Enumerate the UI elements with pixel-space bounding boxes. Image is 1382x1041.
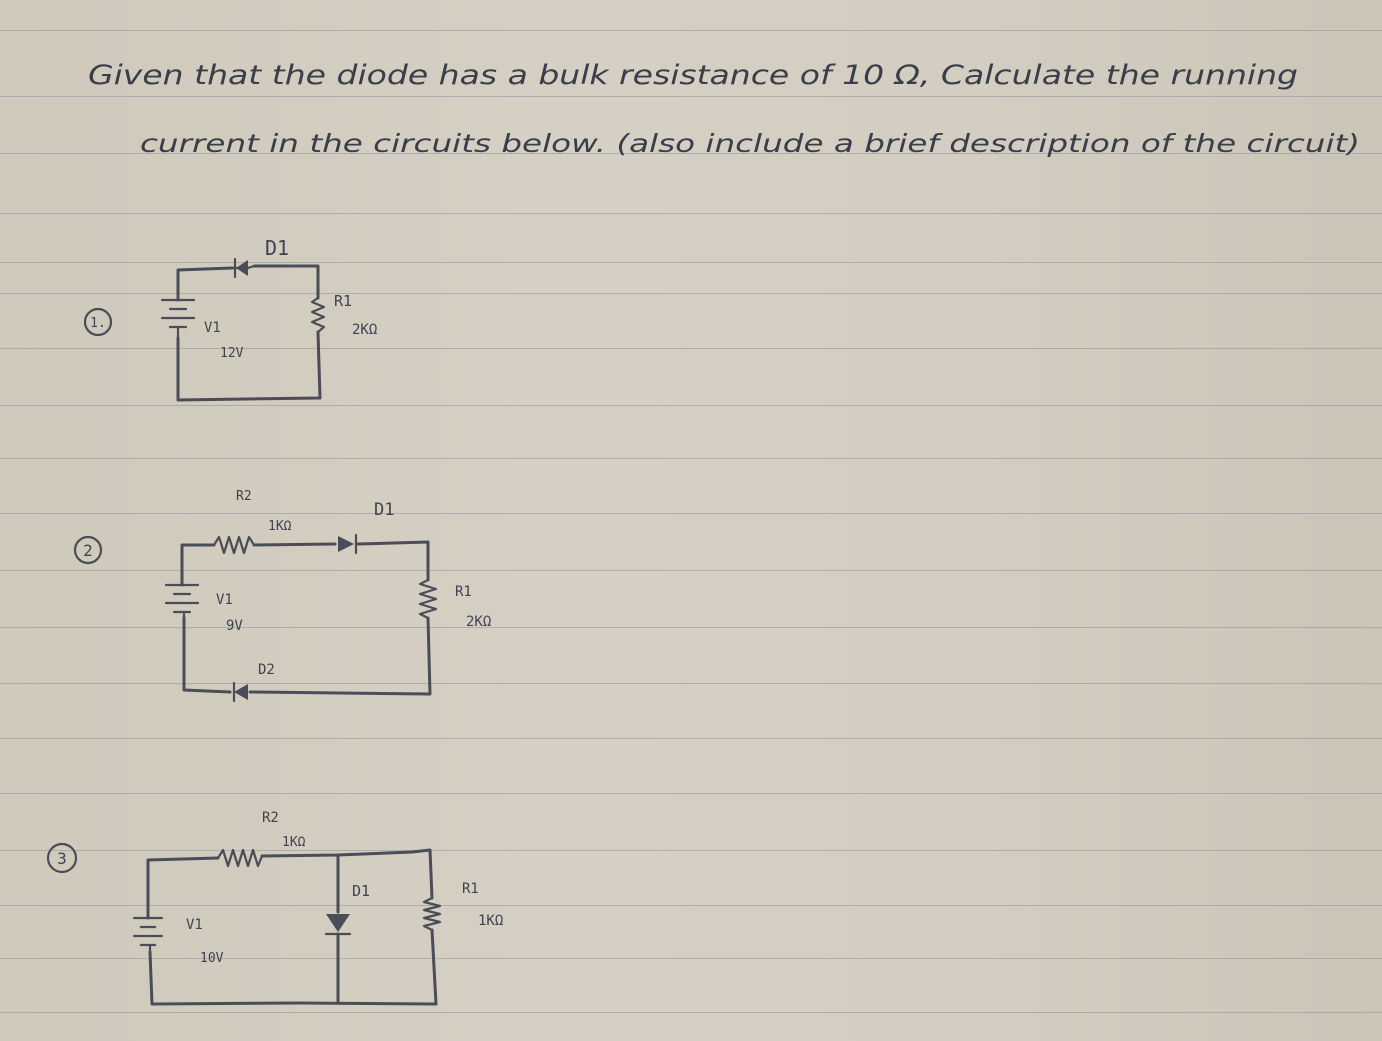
circuit-number: 3: [57, 849, 67, 868]
resistor1-label: R1: [462, 881, 479, 897]
resistor-r1: [422, 896, 442, 932]
resistor-r2: [216, 848, 264, 868]
resistor-r1: [418, 578, 438, 620]
question-line-1: Given that the diode has a bulk resistan…: [88, 60, 1298, 91]
resistor1-label: R1: [455, 584, 472, 600]
circuit-number-circle: [73, 535, 103, 565]
resistor2-value: 1KΩ: [282, 835, 306, 850]
source-label: V1: [216, 592, 233, 608]
resistor-r2: [212, 535, 256, 555]
diode2-label: D2: [258, 662, 275, 678]
resistor-label: R1: [334, 292, 352, 310]
diode-d1: [324, 914, 352, 936]
resistor2-label: R2: [262, 810, 279, 826]
diode-d2: [232, 681, 248, 703]
circuit-number-circle: [46, 842, 78, 874]
diode-d1: [338, 533, 358, 555]
source-value: 10V: [200, 951, 224, 966]
diode-label: D1: [265, 236, 289, 260]
resistor2-value: 1KΩ: [268, 519, 292, 534]
diode-d1: [230, 257, 256, 279]
battery-v1: [160, 298, 196, 340]
source-label: V1: [186, 917, 203, 933]
resistor2-label: R2: [236, 489, 252, 504]
source-value: 9V: [226, 618, 243, 634]
resistor-r1: [310, 296, 326, 334]
circuit-2: 2 R2 1KΩ D1 R1 2KΩ V1 9V D2: [73, 489, 491, 703]
resistor1-value: 1KΩ: [478, 913, 503, 929]
resistor1-value: 2KΩ: [466, 614, 491, 630]
circuit-3: 3 R2 1KΩ D1 R1 1KΩ V1 10V: [46, 810, 503, 1006]
source-value: 12V: [220, 346, 244, 361]
diode-label: D1: [352, 882, 370, 900]
question-line-2: current in the circuits below. (also inc…: [140, 129, 1360, 158]
diode1-label: D1: [374, 500, 394, 520]
resistor-value: 2KΩ: [352, 322, 377, 338]
circuit-number-circle: [83, 307, 113, 337]
source-label: V1: [204, 320, 221, 336]
circuit-1: 1. D1 R1 2KΩ V1 12V: [83, 236, 377, 402]
battery-v1: [164, 583, 200, 620]
battery-v1: [132, 916, 164, 954]
circuit-number: 1.: [90, 316, 106, 331]
circuit-number: 2: [83, 541, 93, 560]
